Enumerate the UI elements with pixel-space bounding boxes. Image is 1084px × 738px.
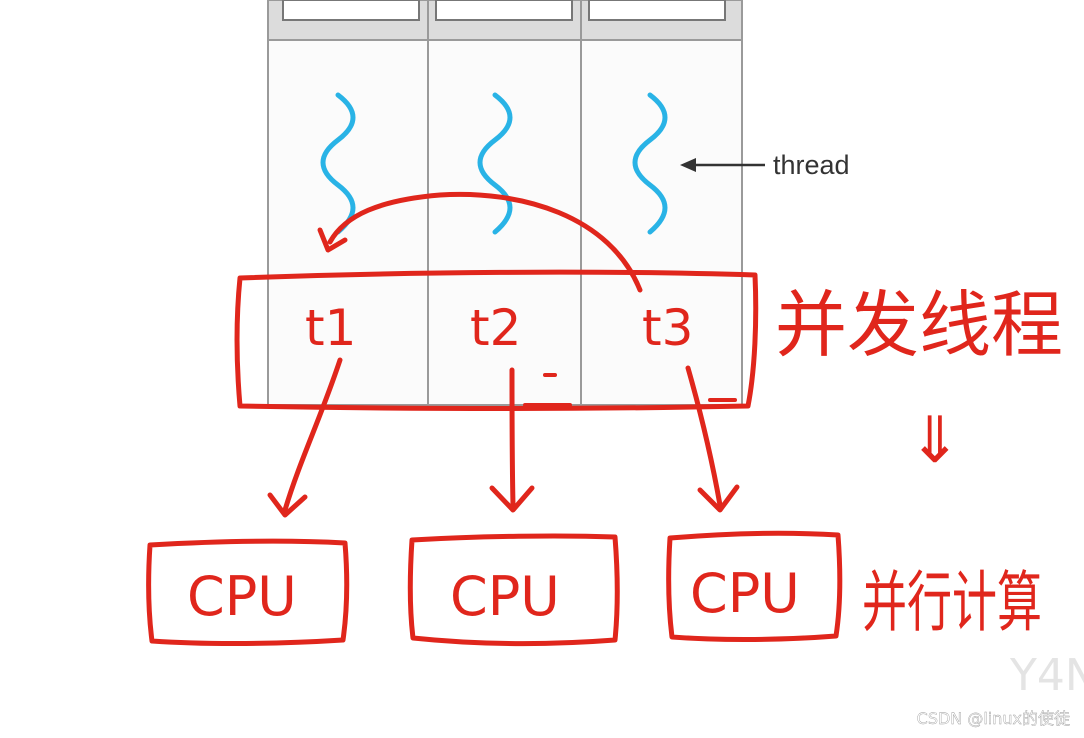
- down-arrow-symbol: ⇓: [908, 404, 962, 478]
- header-cell-3: [588, 0, 726, 21]
- thread-label-t2: t2: [470, 299, 521, 357]
- dispatch-arrows: [267, 357, 740, 518]
- cpu-box-1: CPU: [146, 538, 350, 647]
- arrowhead-2: [489, 485, 535, 513]
- thread-label: thread: [773, 150, 850, 180]
- concurrent-threads-label: 并发线程: [775, 283, 1063, 367]
- thread-wave-2: [477, 92, 513, 235]
- switch-arrowhead: [317, 227, 348, 253]
- thread-waves: [320, 92, 668, 235]
- header-cell-1: [282, 0, 420, 21]
- cpu-box-2: CPU: [407, 533, 620, 647]
- thread-label-t1: t1: [305, 299, 356, 357]
- arrowhead-3: [697, 484, 740, 513]
- dash-marks: [398, 373, 737, 410]
- cpu-label-1: CPU: [187, 565, 297, 628]
- arrow-t3-cpu3: [685, 365, 723, 508]
- thread-group-box: [234, 269, 759, 412]
- context-switch-arrow: [317, 191, 643, 293]
- thread-label-t3: t3: [642, 299, 693, 357]
- header-cell-2: [435, 0, 573, 21]
- switch-curve: [327, 191, 643, 293]
- cpu-box-3: CPU: [666, 530, 843, 643]
- cpu-label-2: CPU: [450, 565, 560, 628]
- thread-pointer-head: [680, 158, 696, 172]
- cpu-label-3: CPU: [690, 562, 800, 625]
- arrow-t2-cpu2: [509, 367, 516, 508]
- arrowhead-1: [267, 492, 308, 518]
- csdn-watermark: CSDN @linux的使徒: [917, 709, 1070, 728]
- faint-watermark: Y4N: [1009, 650, 1084, 701]
- thread-annotation: thread: [680, 150, 850, 180]
- thread-wave-1: [320, 92, 356, 235]
- parallel-computing-label: 并行计算: [862, 564, 1042, 641]
- thread-wave-3: [632, 92, 668, 235]
- arrow-t1-cpu1: [282, 357, 343, 513]
